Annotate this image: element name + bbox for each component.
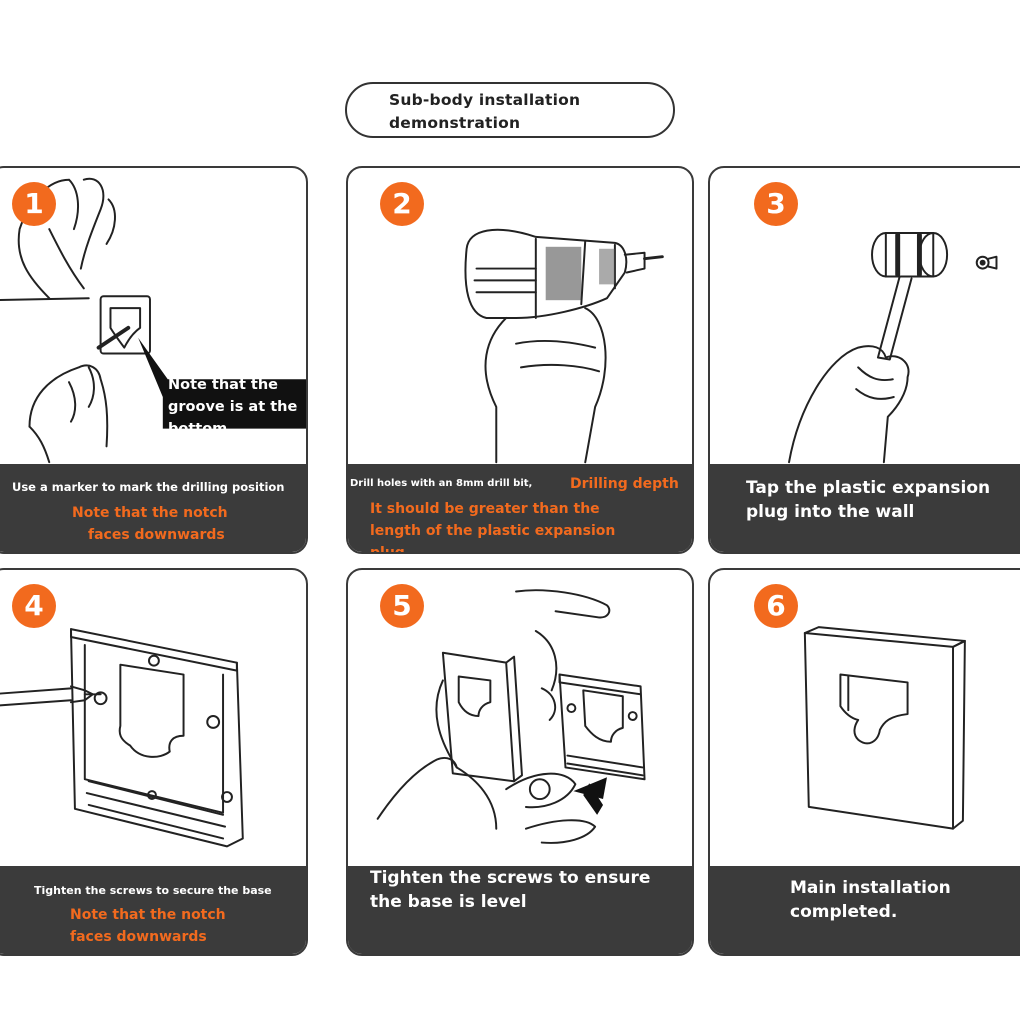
step-4-card: 4 Tighten the screws to secure the base … <box>0 568 308 956</box>
step-1-callout-line-2: groove is at the <box>168 399 298 415</box>
step-5-caption-line-1: Tighten the screws to ensure <box>370 868 651 888</box>
step-6-caption-line-1: Main installation <box>790 878 951 898</box>
page-title-line-1: Sub-body installation <box>389 91 581 109</box>
step-5-card: 5 Tighten the screws to ensure the base … <box>346 568 694 956</box>
step-4-number-badge: 4 <box>12 584 56 628</box>
step-1-caption-note-line-1: Note that the notch <box>72 505 228 521</box>
step-4-caption-note-line-2: faces downwards <box>70 929 207 945</box>
step-2-caption-note: It should be greater than the length of … <box>370 498 616 554</box>
step-2-caption-note-line-2: length of the plastic expansion <box>370 523 616 539</box>
step-6-illustration <box>803 626 966 830</box>
step-3-illustration <box>788 232 998 464</box>
title-pill: Sub-body installation demonstration <box>345 82 675 138</box>
step-2-illustration <box>464 228 664 464</box>
step-1-illustration <box>0 177 306 464</box>
step-4-caption: Tighten the screws to secure the base No… <box>0 866 306 954</box>
step-3-number-badge: 3 <box>754 182 798 226</box>
step-1-callout: Note that the groove is at the bottom <box>168 374 306 434</box>
step-3-caption-line-1: Tap the plastic expansion <box>746 478 991 498</box>
step-3-caption-line-2: plug into the wall <box>746 502 915 522</box>
step-4-caption-note-line-1: Note that the notch <box>70 907 226 923</box>
step-1-number-badge: 1 <box>12 182 56 226</box>
step-5-caption-text: Tighten the screws to ensure the base is… <box>370 866 650 914</box>
step-4-caption-text: Tighten the screws to secure the base <box>34 884 272 897</box>
step-6-number-badge: 6 <box>754 584 798 628</box>
step-2-caption-note-line-3: plug <box>370 545 405 554</box>
page-title: Sub-body installation demonstration <box>389 89 580 135</box>
step-5-illustration <box>376 589 646 844</box>
step-6-caption-line-2: completed. <box>790 902 898 922</box>
step-1-caption-text: Use a marker to mark the drilling positi… <box>12 480 285 494</box>
step-2-caption-note-line-1: It should be greater than the <box>370 501 600 517</box>
step-6-card: 6 Main installation completed. <box>708 568 1020 956</box>
step-3-card: 3 Tap the plastic expansion plug into th… <box>708 166 1020 554</box>
step-2-number-badge: 2 <box>380 182 424 226</box>
step-2-caption-depth: Drilling depth <box>570 476 679 492</box>
step-1-callout-line-3: bottom <box>168 421 228 434</box>
step-5-number-badge: 5 <box>380 584 424 628</box>
step-5-caption: Tighten the screws to ensure the base is… <box>348 866 692 954</box>
step-5-caption-line-2: the base is level <box>370 892 527 912</box>
step-1-callout-line-1: Note that the <box>168 377 279 393</box>
step-6-caption: Main installation completed. <box>710 866 1020 954</box>
step-3-caption-text: Tap the plastic expansion plug into the … <box>746 476 990 524</box>
step-1-caption-note-line-2: faces downwards <box>88 527 225 543</box>
step-4-illustration <box>0 628 244 848</box>
step-1-card: Note that the groove is at the bottom 1 … <box>0 166 308 554</box>
step-2-card: 2 Drill holes with an 8mm drill bit, Dri… <box>346 166 694 554</box>
step-2-caption: Drill holes with an 8mm drill bit, Drill… <box>348 464 692 554</box>
step-1-caption: Use a marker to mark the drilling positi… <box>0 464 306 552</box>
step-2-caption-text: Drill holes with an 8mm drill bit, <box>350 478 533 489</box>
step-1-caption-note: Note that the notch faces downwards <box>72 502 228 546</box>
step-3-caption: Tap the plastic expansion plug into the … <box>710 464 1020 552</box>
step-6-caption-text: Main installation completed. <box>790 876 951 924</box>
page-title-line-2: demonstration <box>389 114 521 132</box>
step-4-caption-note: Note that the notch faces downwards <box>70 904 226 948</box>
